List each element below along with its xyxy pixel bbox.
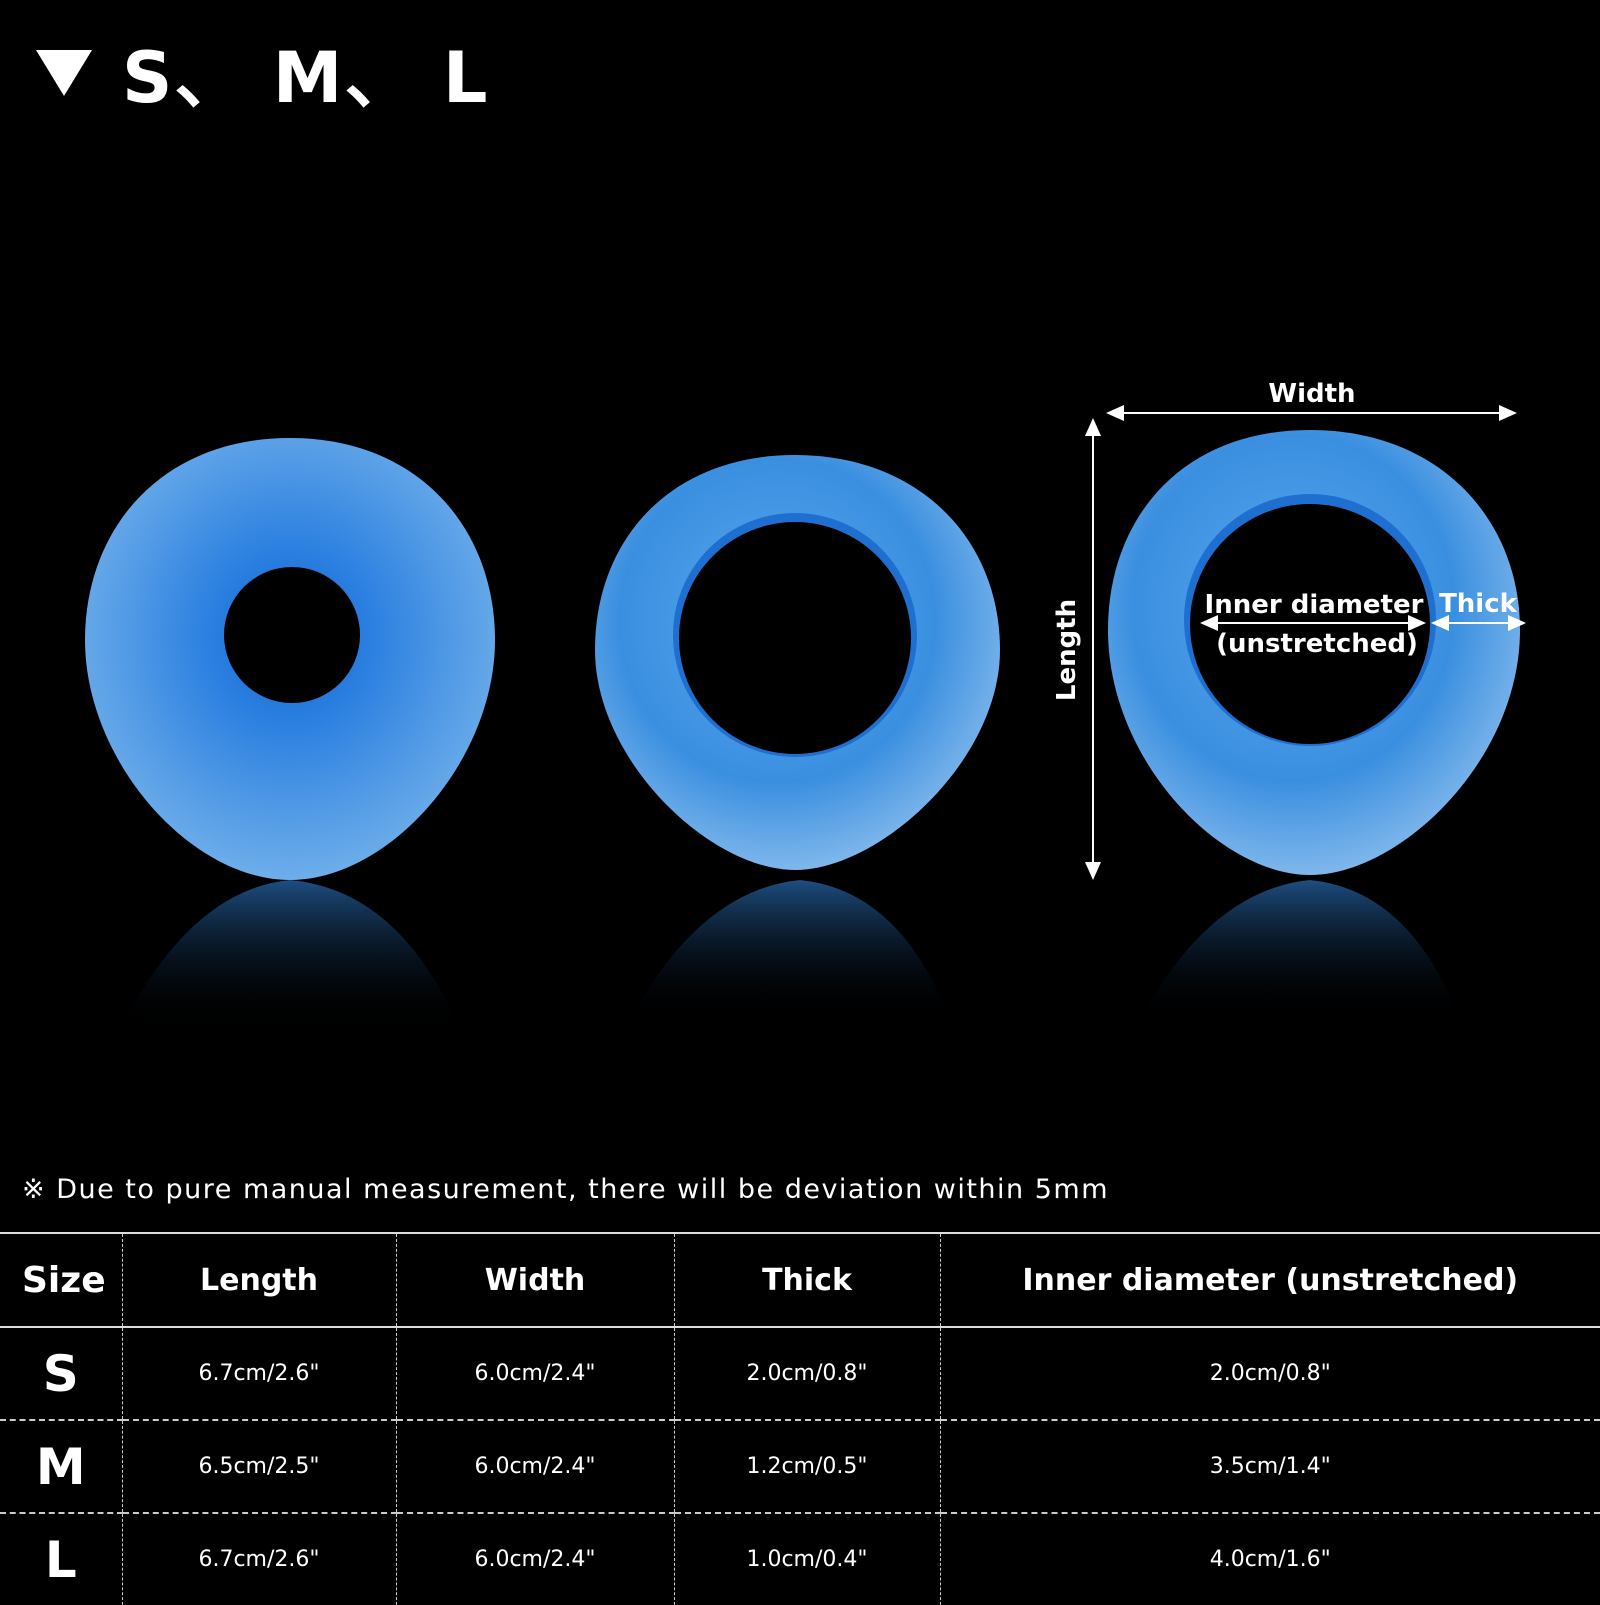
cell-width: 6.0cm/2.4" (395, 1512, 674, 1605)
header-thick: Thick (673, 1232, 940, 1328)
header-inner-diameter: Inner diameter (unstretched) (939, 1232, 1600, 1328)
thick-label: Thick (1439, 589, 1518, 619)
triangle-down-icon (36, 49, 92, 96)
table-row: M 6.5cm/2.5" 6.0cm/2.4" 1.2cm/0.5" 3.5cm… (0, 1419, 1600, 1513)
inner-diameter-label: Inner diameter (1205, 590, 1424, 620)
ring-s (85, 438, 495, 880)
cell-length: 6.5cm/2.5" (121, 1419, 396, 1513)
title-text: S、 M、 L (122, 37, 490, 119)
cell-size: S (42, 1344, 79, 1403)
page-title: S、 M、 L (36, 22, 489, 123)
width-label: Width (1268, 379, 1355, 409)
header-length: Length (121, 1232, 396, 1328)
cell-size: M (0, 1419, 122, 1513)
ring-m-reflection (630, 880, 950, 1020)
cell-inner-diameter: 3.5cm/1.4" (939, 1419, 1600, 1513)
header-width: Width (395, 1232, 674, 1328)
ring-s-reflection (120, 880, 460, 1030)
unstretched-label: (unstretched) (1216, 629, 1418, 659)
table-header: Size Length Width Thick Inner diameter (… (0, 1232, 1600, 1328)
cell-thick: 2.0cm/0.8" (673, 1327, 940, 1420)
cell-inner-diameter: 4.0cm/1.6" (939, 1512, 1600, 1605)
cell-thick: 1.0cm/0.4" (673, 1512, 940, 1605)
table-row: L 6.7cm/2.6" 6.0cm/2.4" 1.0cm/0.4" 4.0cm… (0, 1512, 1600, 1605)
measurement-note: ※ Due to pure manual measurement, there … (22, 1174, 1110, 1205)
cell-size: L (0, 1512, 122, 1605)
size-table: Size Length Width Thick Inner diameter (… (0, 1232, 1600, 1605)
product-diagram: Width Length Inner diameter (unstretched… (85, 379, 1526, 1030)
ring-l-reflection (1140, 880, 1460, 1020)
cell-inner-diameter: 2.0cm/0.8" (939, 1327, 1600, 1420)
length-label: Length (1052, 599, 1082, 701)
table-row: S 6.7cm/2.6" 6.0cm/2.4" 2.0cm/0.8" 2.0cm… (0, 1327, 1600, 1420)
cell-length: 6.7cm/2.6" (121, 1327, 396, 1420)
header-size: Size (0, 1232, 122, 1328)
cell-width: 6.0cm/2.4" (395, 1327, 674, 1420)
cell-width: 6.0cm/2.4" (395, 1419, 674, 1513)
cell-length: 6.7cm/2.6" (121, 1512, 396, 1605)
cell-thick: 1.2cm/0.5" (673, 1419, 940, 1513)
ring-m (595, 455, 1000, 870)
